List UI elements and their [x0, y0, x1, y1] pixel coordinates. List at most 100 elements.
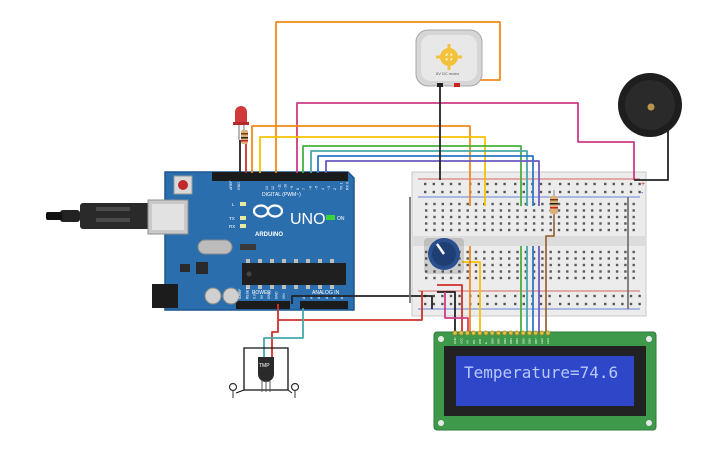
rail-hole[interactable]: [539, 182, 543, 186]
bb-hole[interactable]: [591, 263, 594, 267]
rail-hole[interactable]: [548, 302, 551, 306]
bb-hole[interactable]: [591, 228, 594, 232]
lcd-pin[interactable]: [495, 330, 501, 336]
rail-hole[interactable]: [477, 182, 480, 186]
bb-hole[interactable]: [441, 202, 444, 206]
bb-hole[interactable]: [607, 222, 610, 225]
rail-hole[interactable]: [424, 182, 427, 186]
bb-hole[interactable]: [549, 215, 552, 219]
bb-hole[interactable]: [425, 263, 428, 267]
bb-hole[interactable]: [582, 202, 586, 206]
bb-hole[interactable]: [532, 250, 536, 254]
bb-hole[interactable]: [499, 228, 503, 232]
bb-hole[interactable]: [624, 228, 627, 232]
rail-hole[interactable]: [604, 190, 607, 194]
rail-hole[interactable]: [449, 182, 453, 186]
bb-hole[interactable]: [516, 250, 519, 254]
bb-hole[interactable]: [599, 257, 602, 260]
bb-hole[interactable]: [591, 250, 594, 254]
bb-hole[interactable]: [599, 222, 602, 225]
bb-hole[interactable]: [557, 222, 561, 225]
bb-hole[interactable]: [491, 250, 494, 254]
arduino-uno-board[interactable]: UNO ARDUINO DIGITAL (PWM~) POWER ANALOG …: [46, 171, 355, 311]
bb-hole[interactable]: [508, 202, 511, 206]
bb-hole[interactable]: [449, 276, 453, 280]
bb-hole[interactable]: [582, 215, 586, 219]
bb-hole[interactable]: [499, 202, 503, 206]
bb-hole[interactable]: [632, 276, 635, 280]
rail-hole[interactable]: [629, 302, 633, 306]
bb-hole[interactable]: [632, 270, 635, 273]
bb-hole[interactable]: [441, 215, 444, 219]
bb-hole[interactable]: [574, 228, 577, 232]
bb-hole[interactable]: [566, 263, 569, 267]
bb-hole[interactable]: [483, 263, 486, 267]
bb-hole[interactable]: [632, 209, 635, 212]
bb-hole[interactable]: [433, 228, 436, 232]
rail-hole[interactable]: [432, 190, 435, 194]
bb-hole[interactable]: [524, 202, 527, 206]
bb-hole[interactable]: [433, 209, 436, 212]
bb-hole[interactable]: [433, 222, 436, 225]
bb-hole[interactable]: [566, 202, 569, 206]
rail-hole[interactable]: [593, 190, 596, 194]
bb-hole[interactable]: [508, 270, 511, 273]
bb-hole[interactable]: [574, 209, 577, 212]
bb-hole[interactable]: [557, 215, 561, 219]
bb-hole[interactable]: [615, 202, 619, 206]
bb-hole[interactable]: [499, 270, 503, 273]
bb-hole[interactable]: [499, 250, 503, 254]
bb-hole[interactable]: [483, 215, 486, 219]
lcd-pin[interactable]: [508, 330, 514, 336]
bb-hole[interactable]: [591, 222, 594, 225]
rail-hole[interactable]: [559, 190, 562, 194]
bb-hole[interactable]: [541, 270, 544, 273]
bb-hole[interactable]: [582, 263, 586, 267]
bb-hole[interactable]: [491, 263, 494, 267]
bb-hole[interactable]: [591, 215, 594, 219]
bb-hole[interactable]: [549, 222, 552, 225]
bb-hole[interactable]: [499, 276, 503, 280]
bb-hole[interactable]: [615, 209, 619, 212]
rail-hole[interactable]: [567, 294, 570, 298]
bb-hole[interactable]: [557, 250, 561, 254]
bb-hole[interactable]: [425, 202, 428, 206]
bb-hole[interactable]: [566, 270, 569, 273]
lcd-pin[interactable]: [452, 330, 458, 336]
bb-hole[interactable]: [541, 257, 544, 260]
bb-hole[interactable]: [524, 270, 527, 273]
rail-hole[interactable]: [449, 302, 453, 306]
bb-hole[interactable]: [491, 215, 494, 219]
bb-hole[interactable]: [474, 276, 478, 280]
rail-hole[interactable]: [629, 190, 633, 194]
bb-hole[interactable]: [433, 270, 436, 273]
bb-hole[interactable]: [557, 228, 561, 232]
bb-hole[interactable]: [599, 250, 602, 254]
bb-hole[interactable]: [532, 263, 536, 267]
bb-hole[interactable]: [458, 228, 461, 232]
bb-hole[interactable]: [508, 222, 511, 225]
rail-hole[interactable]: [539, 302, 543, 306]
bb-hole[interactable]: [508, 276, 511, 280]
bb-hole[interactable]: [566, 257, 569, 260]
bb-hole[interactable]: [574, 270, 577, 273]
bb-hole[interactable]: [425, 222, 428, 225]
bb-hole[interactable]: [491, 209, 494, 212]
rail-hole[interactable]: [638, 190, 641, 194]
bb-hole[interactable]: [607, 228, 610, 232]
bb-hole[interactable]: [541, 202, 544, 206]
digital-header[interactable]: [212, 172, 348, 181]
bb-hole[interactable]: [474, 257, 478, 260]
lcd-pin[interactable]: [483, 330, 489, 336]
bb-hole[interactable]: [466, 276, 469, 280]
bb-hole[interactable]: [574, 222, 577, 225]
bb-hole[interactable]: [557, 270, 561, 273]
rail-hole[interactable]: [503, 190, 506, 194]
bb-hole[interactable]: [599, 209, 602, 212]
potentiometer[interactable]: [424, 238, 464, 274]
bb-hole[interactable]: [458, 222, 461, 225]
bb-hole[interactable]: [458, 257, 461, 260]
bb-hole[interactable]: [615, 276, 619, 280]
rail-hole[interactable]: [458, 190, 461, 194]
rail-hole[interactable]: [612, 190, 615, 194]
